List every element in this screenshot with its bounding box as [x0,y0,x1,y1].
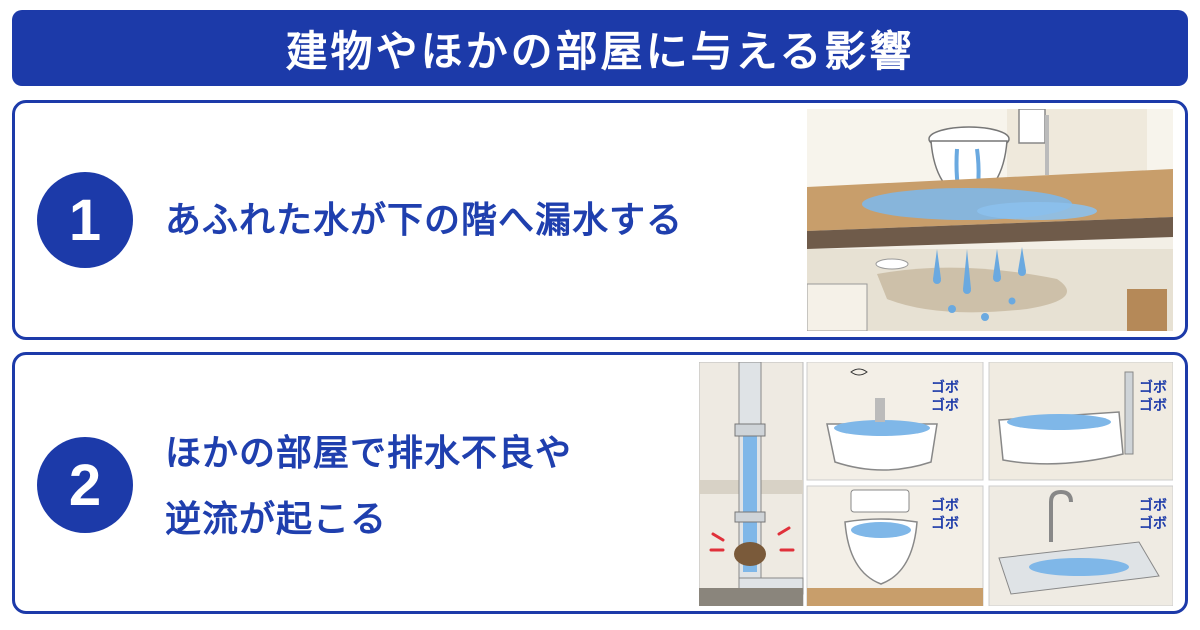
title-banner: 建物やほかの部屋に与える影響 [12,10,1188,86]
svg-text:ゴボ: ゴボ [931,497,959,514]
impact-text-line: ほかの部屋で排水不良や [165,433,573,474]
sink-icon: ゴボ ゴボ [806,362,984,481]
ceiling-leak-icon [933,247,1026,321]
drain-backflow-illustration: ゴボ ゴボ ゴボ ゴボ ゴボ ゴボ ゴボ ゴ [699,362,1173,606]
impact-text: ほかの部屋で排水不良や 逆流が起こる [165,421,572,553]
toilet-icon: ゴボ ゴボ [806,485,984,606]
svg-text:ゴボ: ゴボ [1139,497,1167,514]
number-badge: 2 [37,437,133,533]
impact-card-1: 1 あふれた水が下の階へ漏水する [12,100,1188,340]
bathtub-icon: ゴボ ゴボ [988,362,1173,481]
page-title: 建物やほかの部屋に与える影響 [285,26,915,76]
svg-text:ゴボ: ゴボ [931,379,959,396]
clogged-pipe-icon [699,362,804,606]
impact-text: あふれた水が下の階へ漏水する [165,188,683,254]
svg-text:ゴボ: ゴボ [931,515,959,532]
impact-card-2: 2 ほかの部屋で排水不良や 逆流が起こる [12,352,1188,614]
impact-text-line: あふれた水が下の階へ漏水する [165,200,684,241]
ceiling-leak-illustration [807,109,1173,331]
svg-text:ゴボ: ゴボ [1139,397,1167,414]
number-badge: 1 [37,172,133,268]
svg-text:ゴボ: ゴボ [931,397,959,414]
svg-text:ゴボ: ゴボ [1139,515,1167,532]
impact-text-line: 逆流が起こる [165,499,388,540]
svg-text:ゴボ: ゴボ [1139,379,1167,396]
kitchen-sink-icon: ゴボ ゴボ [988,485,1173,606]
